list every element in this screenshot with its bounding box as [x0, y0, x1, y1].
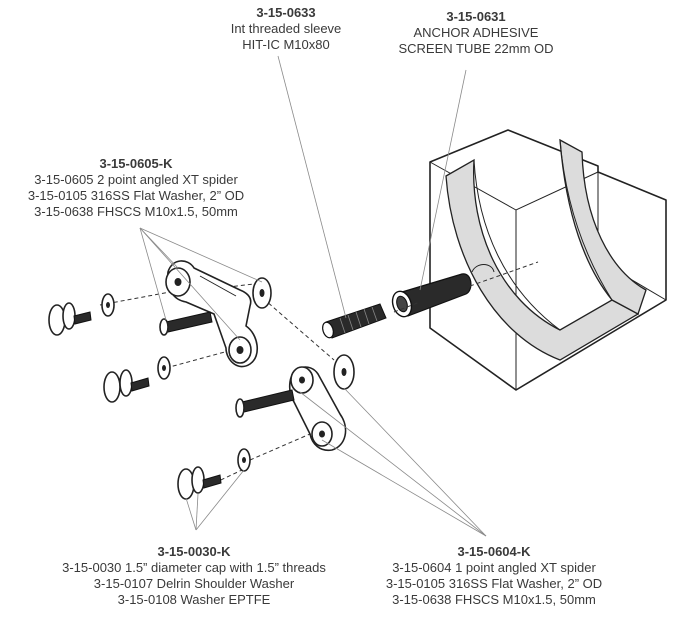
part-code: 3-15-0631: [446, 9, 506, 24]
callout-threaded-sleeve: 3-15-0633 Int threaded sleeve HIT-IC M10…: [206, 5, 366, 53]
cap-assembly-middle: [103, 356, 171, 403]
part-code: 3-15-0633: [256, 5, 316, 20]
cap-assembly-top: [48, 293, 115, 336]
bolt-upper: [159, 311, 213, 336]
part-description: Int threaded sleeve: [230, 21, 342, 36]
cap-assembly-bottom: [177, 448, 251, 500]
part-code: 3-15-0605-K: [99, 156, 173, 171]
callout-spider-two-point-kit: 3-15-0605-K 3-15-0605 2 point angled XT …: [2, 156, 270, 220]
part-description: 3-15-0604 1 point angled XT spider: [392, 560, 596, 575]
bolt-lower: [235, 389, 295, 418]
part-description: HIT-IC M10x80: [242, 37, 330, 52]
threaded-sleeve: [322, 303, 387, 339]
spider-two-point: [165, 260, 258, 368]
part-description: 3-15-0030 1.5” diameter cap with 1.5” th…: [62, 560, 326, 575]
spider-one-point: [288, 366, 347, 452]
part-description: SCREEN TUBE 22mm OD: [398, 41, 554, 56]
part-description: 3-15-0638 FHSCS M10x1.5, 50mm: [34, 204, 238, 219]
part-description: ANCHOR ADHESIVE: [413, 25, 539, 40]
leader-lines: [139, 55, 487, 537]
flat-washer-lower: [333, 354, 355, 390]
callout-cap-kit: 3-15-0030-K 3-15-0030 1.5” diameter cap …: [38, 544, 350, 608]
part-description: 3-15-0638 FHSCS M10x1.5, 50mm: [392, 592, 596, 607]
callout-screen-tube: 3-15-0631 ANCHOR ADHESIVE SCREEN TUBE 22…: [376, 9, 576, 57]
part-description: 3-15-0107 Delrin Shoulder Washer: [93, 576, 295, 591]
part-code: 3-15-0030-K: [157, 544, 231, 559]
concrete-substrate-block: [429, 129, 667, 391]
part-description: 3-15-0105 316SS Flat Washer, 2” OD: [27, 188, 245, 203]
part-code: 3-15-0604-K: [457, 544, 531, 559]
part-description: 3-15-0108 Washer EPTFE: [117, 592, 271, 607]
flat-washer-upper: [252, 277, 272, 309]
part-description: 3-15-0605 2 point angled XT spider: [34, 172, 238, 187]
callout-spider-one-point-kit: 3-15-0604-K 3-15-0604 1 point angled XT …: [360, 544, 628, 608]
part-description: 3-15-0105 316SS Flat Washer, 2” OD: [385, 576, 603, 591]
